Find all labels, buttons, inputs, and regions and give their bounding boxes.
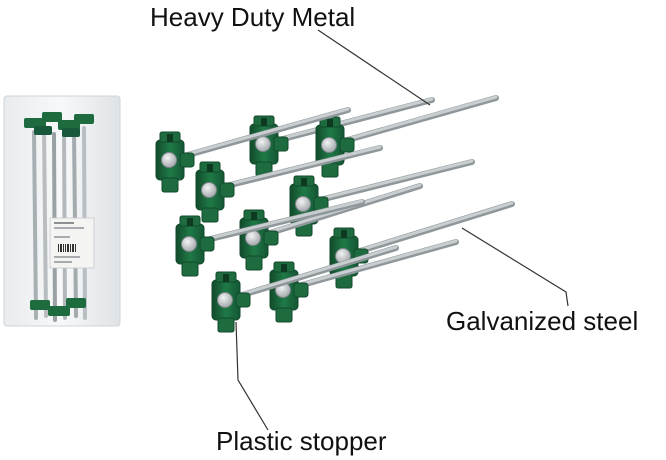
leader-line-galvanized	[461, 227, 569, 307]
leader-lines	[235, 29, 569, 431]
callout-galvanized-steel: Galvanized steel	[446, 306, 639, 336]
package-label-card	[49, 217, 95, 269]
stake-head-cap	[181, 236, 197, 252]
stake-shaft-highlight	[328, 95, 498, 146]
stake-shaft-highlight	[208, 145, 382, 191]
stopper-foot	[321, 162, 339, 178]
stopper-foot	[181, 261, 199, 277]
tent-stake	[329, 201, 515, 289]
stopper-notch	[261, 118, 267, 126]
stopper-collar	[179, 152, 195, 168]
stopper-foot	[161, 177, 179, 193]
stake-shaft-highlight	[224, 245, 398, 301]
stopper-foot	[201, 207, 219, 223]
stopper-notch	[327, 119, 333, 127]
stake-shaft-highlight	[168, 107, 350, 161]
package-barcode	[58, 244, 76, 252]
tent-stake	[175, 199, 365, 277]
stopper-collar	[273, 136, 289, 152]
stake-shaft-highlight	[188, 199, 364, 245]
stopper-collar	[199, 236, 215, 252]
stopper-notch	[281, 264, 287, 272]
stopper-notch	[341, 230, 347, 238]
callout-heavy-duty-metal: Heavy Duty Metal	[150, 2, 356, 32]
stake-shaft-highlight	[262, 97, 434, 145]
stake-head-cap	[295, 196, 311, 212]
stake-head-cap	[217, 292, 233, 308]
stake-shaft-highlight	[302, 159, 474, 205]
stopper-foot	[275, 307, 293, 323]
stopper-notch	[223, 274, 229, 282]
stake-head-cap	[255, 136, 271, 152]
stopper-notch	[207, 164, 213, 172]
leader-line-stopper	[235, 321, 269, 431]
stake-shaft-highlight	[282, 239, 458, 291]
stopper-collar	[235, 292, 251, 308]
tent-stakes-group	[155, 95, 515, 333]
stopper-foot	[245, 255, 263, 271]
stopper-collar	[293, 282, 309, 298]
callout-plastic-stopper: Plastic stopper	[216, 426, 387, 456]
tent-stake	[155, 107, 351, 193]
packaged-stakes	[3, 95, 121, 327]
tent-stake	[195, 145, 383, 223]
stopper-foot	[217, 317, 235, 333]
stopper-collar	[263, 230, 279, 246]
stopper-collar	[219, 182, 235, 198]
tent-stake	[211, 245, 399, 333]
stopper-notch	[187, 218, 193, 226]
stopper-notch	[167, 134, 173, 142]
package-stopper-heads	[24, 112, 94, 316]
stake-head-cap	[161, 152, 177, 168]
stake-head-cap	[201, 182, 217, 198]
stopper-collar	[339, 137, 355, 153]
stopper-notch	[251, 212, 257, 220]
stake-head-cap	[321, 137, 337, 153]
leader-line-heavy-duty	[317, 29, 431, 106]
stake-shaft-highlight	[342, 201, 514, 257]
stopper-notch	[301, 178, 307, 186]
